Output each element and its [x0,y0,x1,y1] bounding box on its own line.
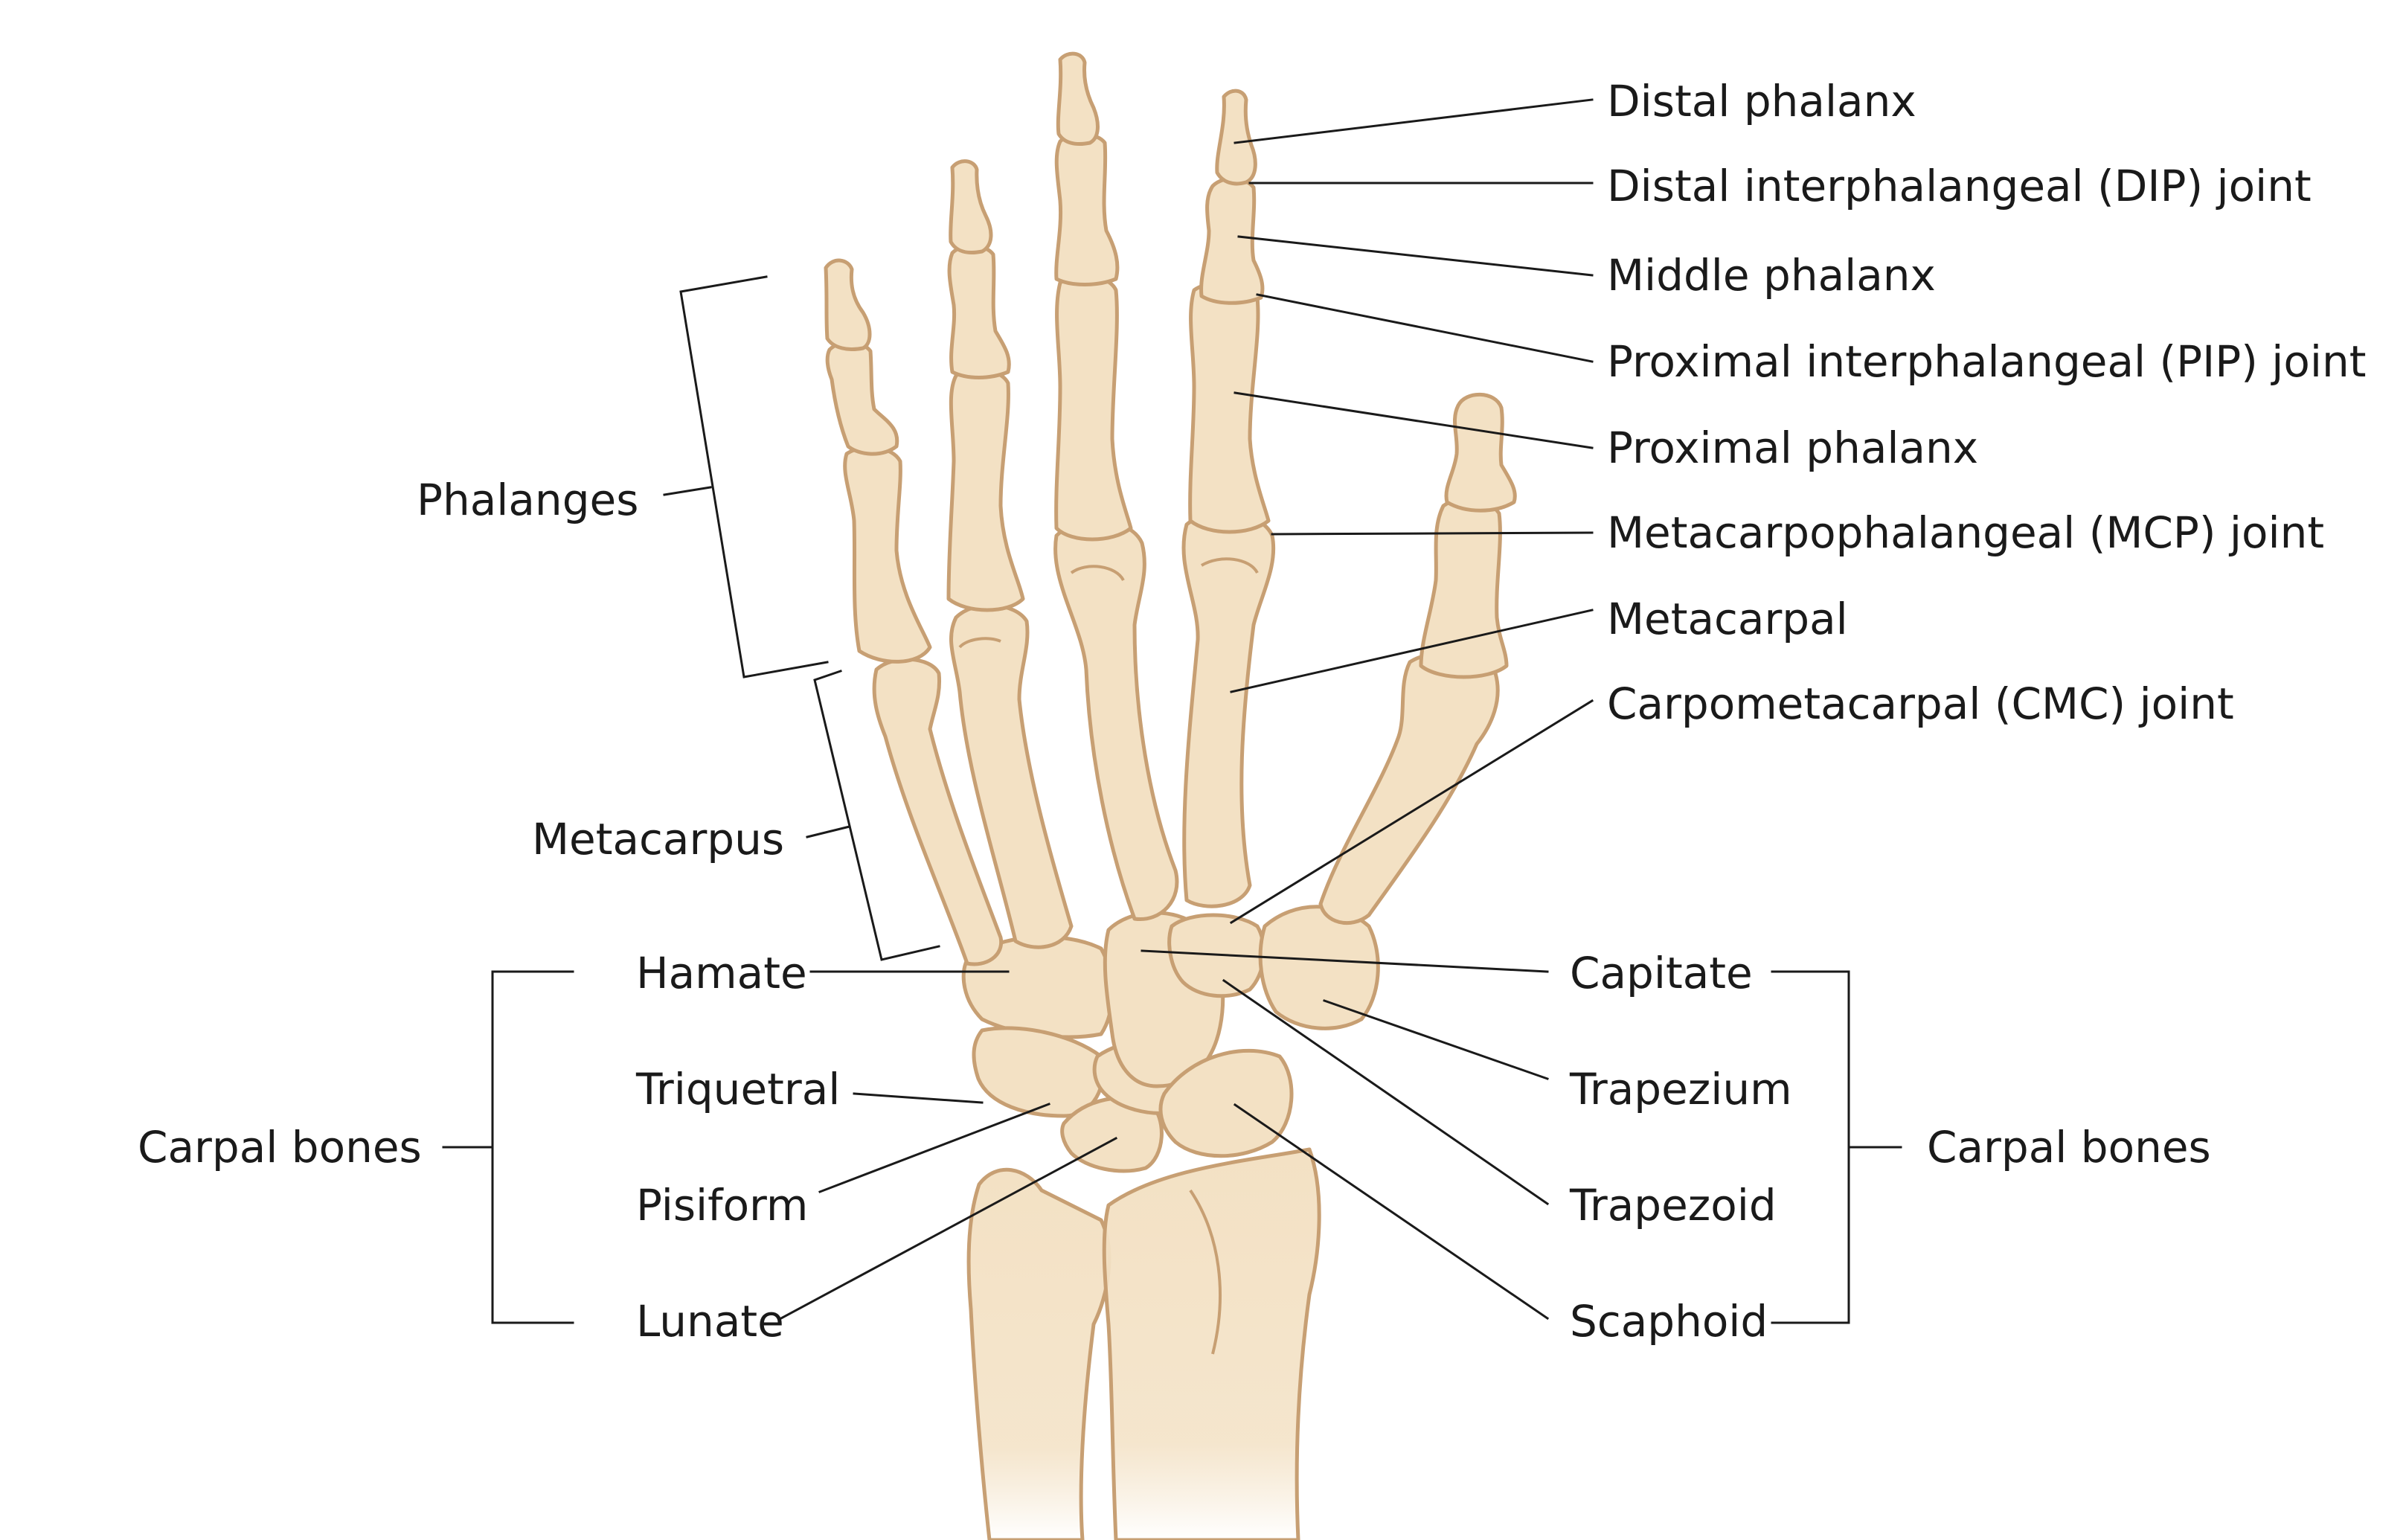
middle-phalanx-4 [947,243,1011,379]
label-middle-phalanx: Middle phalanx [1607,250,1936,301]
leader-metacarpal [1230,609,1594,693]
label-hamate: Hamate [636,948,807,998]
bracket-metacarpus-tick [806,825,851,838]
label-trapezium: Trapezium [1569,1064,1792,1114]
label-mcp-joint: Metacarpophalangeal (MCP) joint [1607,507,2324,558]
thumb-proximal-phalanx [1419,497,1509,679]
radius-groove [1189,1189,1222,1355]
label-metacarpus: Metacarpus [532,814,784,864]
proximal-phalanx-4 [946,367,1025,612]
triquetral-bone [972,1026,1106,1118]
trapezium-bone [1258,905,1380,1030]
middle-phalanx-3 [1054,132,1120,286]
metacarpal-5 [872,657,1004,966]
label-phalanges: Phalanges [417,475,638,525]
label-pip-joint: Proximal interphalangeal (PIP) joint [1607,336,2367,387]
leader-trapezium [1323,999,1549,1080]
leader-cmc-joint [1229,699,1594,925]
middle-phalanx-5 [825,340,899,456]
leader-lunate [779,1136,1118,1321]
leader-pip-joint [1256,293,1594,363]
proximal-phalanx-2 [1188,281,1271,534]
thumb-distal-phalanx [1444,392,1517,513]
label-proximal-phalanx: Proximal phalanx [1607,423,1978,473]
scaphoid-bone [1158,1048,1294,1158]
bracket-carpal-left [491,970,574,1324]
ulna-bone [966,1167,1111,1540]
label-capitate: Capitate [1570,948,1753,998]
bracket-phalanges-tick [663,486,712,496]
metacarpal-2 [1181,510,1276,908]
distal-phalanx-4 [949,159,993,254]
label-triquetral: Triquetral [635,1064,840,1114]
distal-phalanx-3 [1056,51,1100,146]
leader-trapezoid [1222,978,1550,1206]
mcp-joint-detail-2 [1200,557,1259,574]
label-pisiform: Pisiform [636,1180,808,1231]
leader-distal-phalanx [1234,98,1594,144]
leader-pisiform [818,1103,1050,1193]
mcp-joint-detail-3 [1070,565,1125,582]
labels: Distal phalanx Distal interphalangeal (D… [138,76,2367,1347]
label-distal-phalanx: Distal phalanx [1607,76,1916,126]
proximal-phalanx-5 [843,445,932,664]
label-lunate: Lunate [636,1296,784,1347]
leader-proximal-phalanx [1234,391,1594,449]
bracket-carpal-right [1771,970,1850,1324]
distal-phalanx-2 [1215,89,1257,186]
leader-mcp-joint [1271,531,1594,536]
mcp-joint-detail-4 [958,637,1001,649]
bracket-metacarpus [813,670,940,961]
leader-capitate [1141,949,1549,973]
metacarpal-3 [1053,519,1179,922]
leader-lines [442,98,1902,1324]
label-carpal-bones-left: Carpal bones [138,1122,422,1172]
hand-skeleton-illustration [824,51,1517,1540]
leader-triquetral [853,1092,984,1104]
bracket-phalanges [679,275,829,678]
radius-bone [1102,1147,1321,1540]
label-dip-joint: Distal interphalangeal (DIP) joint [1607,161,2312,211]
distal-phalanx-5 [824,258,872,351]
middle-phalanx-2 [1199,176,1265,305]
label-carpal-bones-right: Carpal bones [1927,1122,2211,1172]
label-trapezoid: Trapezoid [1569,1180,1777,1231]
metacarpal-4 [949,603,1074,949]
label-scaphoid: Scaphoid [1570,1296,1768,1347]
leader-scaphoid [1233,1103,1550,1321]
proximal-phalanx-3 [1054,274,1133,542]
label-metacarpal: Metacarpal [1607,594,1848,644]
thumb-metacarpal [1318,651,1500,925]
leader-middle-phalanx [1237,235,1594,277]
label-cmc-joint: Carpometacarpal (CMC) joint [1607,678,2234,729]
